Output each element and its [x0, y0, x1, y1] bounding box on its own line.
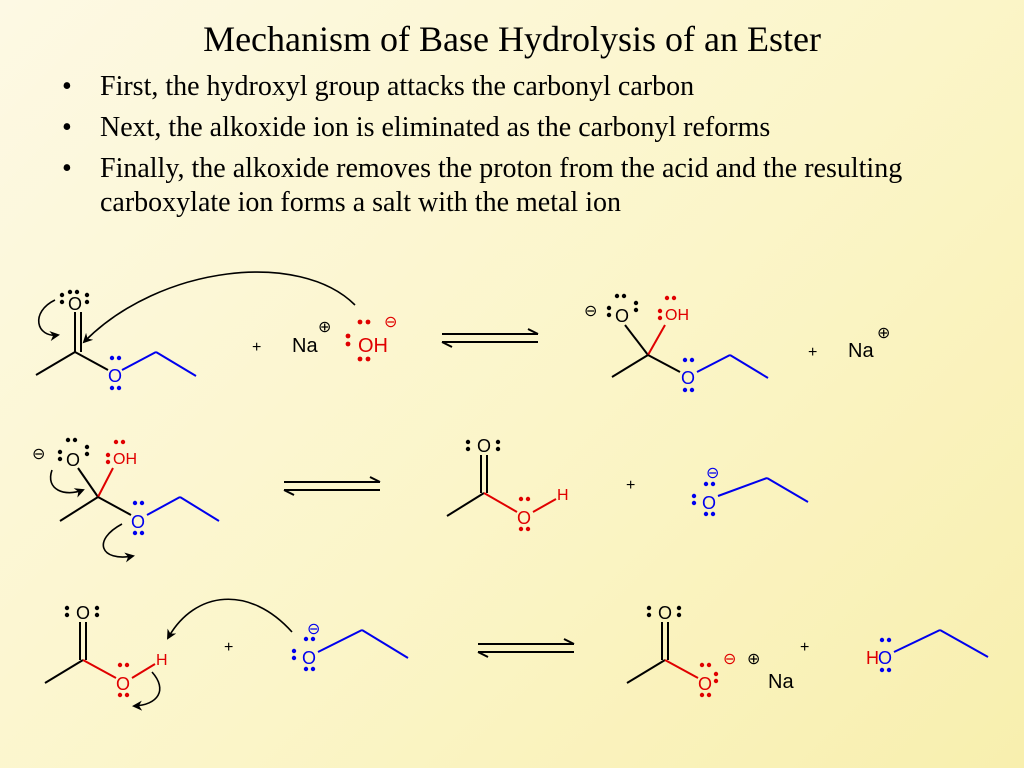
plus-sign: + [808, 344, 817, 361]
sodium-label: Na [848, 340, 874, 362]
tetrahedral-intermediate-1: ⊖ O OH O [584, 293, 769, 393]
tetrahedral-intermediate-2: ⊖ O OH O [32, 437, 220, 536]
bullet-step-3: Finally, the alkoxide removes the proton… [62, 152, 992, 220]
curved-arrow-hydroxide-attack [82, 271, 356, 344]
curved-arrow-eliminate-alkoxide [102, 523, 135, 563]
plus-sign: + [626, 477, 635, 494]
plus-sign: + [252, 339, 261, 356]
bullet-step-1: First, the hydroxyl group attacks the ca… [62, 70, 992, 104]
negative-charge-icon: ⊖ [723, 651, 736, 668]
hydroxyl-hydrogen-label: H [866, 648, 879, 668]
carboxylate-oxygen-label: O [698, 674, 712, 694]
ethoxide-ion: ⊖ O [691, 465, 809, 517]
hydroxyl-label: OH [113, 451, 137, 468]
curved-arrow-carbonyl [37, 299, 60, 342]
alkoxide-oxygen-label: O [702, 493, 716, 513]
acid-oxygen-label: O [517, 508, 531, 528]
carbonyl-oxygen-label: O [477, 436, 491, 456]
positive-charge-icon: ⊕ [747, 651, 760, 668]
ester-oxygen-label: O [131, 512, 145, 532]
bullet-step-2: Next, the alkoxide ion is eliminated as … [62, 111, 992, 145]
carbonyl-oxygen-label: O [68, 294, 82, 314]
curved-arrow-oh-bond [132, 671, 161, 711]
slide-title: Mechanism of Base Hydrolysis of an Ester [203, 19, 821, 59]
carboxylic-acid: O O H [446, 436, 569, 532]
negative-charge-icon: ⊖ [32, 446, 45, 463]
sodium-label: Na [292, 335, 318, 357]
carbonyl-oxygen-label: O [658, 603, 672, 623]
negative-charge-icon: ⊖ [706, 465, 719, 482]
equilibrium-arrows-2 [283, 476, 381, 496]
ethoxide-ion: ⊖ O [291, 621, 409, 672]
negative-charge-icon: ⊖ [384, 314, 397, 331]
carbonyl-oxygen-label: O [76, 603, 90, 623]
acid-hydrogen-label: H [557, 487, 569, 504]
carboxylic-acid: O O H [44, 603, 168, 698]
negative-charge-icon: ⊖ [307, 621, 320, 638]
ethanol-molecule: H O [866, 629, 989, 673]
ester-molecule: O O [35, 289, 197, 391]
alkoxide-oxygen-label: O [615, 306, 629, 326]
ester-oxygen-label: O [681, 368, 695, 388]
equilibrium-arrows-3 [477, 638, 575, 658]
positive-charge-icon: ⊕ [318, 319, 331, 336]
carboxylate-salt: O O ⊖ ⊕ Na [626, 603, 794, 698]
bullet-list: First, the hydroxyl group attacks the ca… [62, 70, 992, 227]
hydroxide-ion: OH ⊖ [345, 314, 397, 362]
ethanol-oxygen-label: O [878, 648, 892, 668]
plus-sign: + [224, 639, 233, 656]
curved-arrow-reform-carbonyl [49, 469, 85, 498]
equilibrium-arrows-1 [441, 328, 539, 348]
plus-sign: + [800, 639, 809, 656]
curved-arrow-proton-abstraction [167, 598, 293, 640]
alkoxide-oxygen-label: O [302, 648, 316, 668]
sodium-label: Na [768, 671, 794, 693]
negative-charge-icon: ⊖ [584, 303, 597, 320]
positive-charge-icon: ⊕ [877, 325, 890, 342]
acid-hydrogen-label: H [156, 652, 168, 669]
ester-oxygen-label: O [108, 366, 122, 386]
hydroxide-label: OH [358, 335, 388, 357]
acid-oxygen-label: O [116, 674, 130, 694]
hydroxyl-label: OH [665, 307, 689, 324]
alkoxide-oxygen-label: O [66, 450, 80, 470]
